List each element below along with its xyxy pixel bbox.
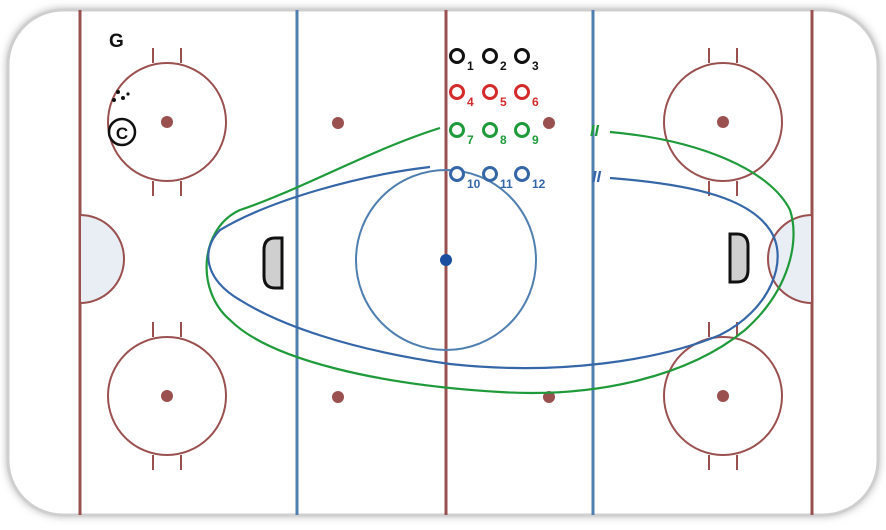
coach-marker-ring [107, 117, 137, 147]
player-black-1-label: 1 [467, 59, 474, 73]
pucks-icon [112, 90, 130, 102]
neutral-dot-bottom-right [543, 391, 555, 403]
player-black-2-icon [482, 48, 498, 64]
player-red-4-label: 4 [467, 95, 474, 109]
faceoff-circle-top-right [663, 48, 783, 196]
coach-marker: C [116, 124, 128, 143]
faceoff-circle-bottom-right [663, 322, 783, 470]
faceoff-circle-bottom-left [107, 322, 227, 470]
crease-left [79, 213, 125, 305]
route-blue-end-mark: II [592, 169, 601, 186]
player-red-5-label: 5 [500, 95, 507, 109]
player-green-7-icon [449, 122, 465, 138]
player-blue-11-label: 11 [500, 177, 513, 191]
neutral-dot-bottom-left [332, 391, 344, 403]
player-black-1-icon [449, 48, 465, 64]
player-green-9-label: 9 [532, 133, 539, 147]
route-green-path [205, 126, 795, 395]
player-black-3-icon [514, 48, 530, 64]
player-green-9-icon [514, 122, 530, 138]
player-green-7-label: 7 [467, 133, 474, 147]
player-blue-11-icon [482, 166, 498, 182]
player-blue-12-label: 12 [532, 177, 546, 191]
neutral-dot-top-right [543, 117, 555, 129]
route-blue-path [207, 165, 779, 370]
goalie-marker: G [109, 31, 124, 52]
player-red-5-icon [482, 84, 498, 100]
player-black-2-label: 2 [500, 59, 507, 73]
player-row-blue: 10 11 12 [449, 166, 546, 191]
player-row-black: 1 2 3 [449, 48, 539, 73]
route-green-end-mark: II [590, 123, 599, 140]
player-green-8-label: 8 [500, 133, 507, 147]
faceoff-circle-top-left [107, 48, 227, 196]
player-blue-10-label: 10 [467, 177, 481, 191]
neutral-dot-top-left [332, 117, 344, 129]
player-row-green: 7 8 9 [449, 122, 539, 147]
player-blue-10-icon [449, 166, 465, 182]
player-red-6-label: 6 [532, 95, 539, 109]
player-red-6-icon [514, 84, 530, 100]
player-green-8-icon [482, 122, 498, 138]
center-faceoff-dot [440, 254, 452, 266]
center-circle [355, 169, 537, 351]
player-red-4-icon [449, 84, 465, 100]
net-right-icon [728, 232, 750, 284]
player-black-3-label: 3 [532, 59, 539, 73]
player-row-red: 4 5 6 [449, 84, 539, 109]
player-blue-12-icon [514, 166, 530, 182]
net-left-icon [262, 236, 284, 290]
